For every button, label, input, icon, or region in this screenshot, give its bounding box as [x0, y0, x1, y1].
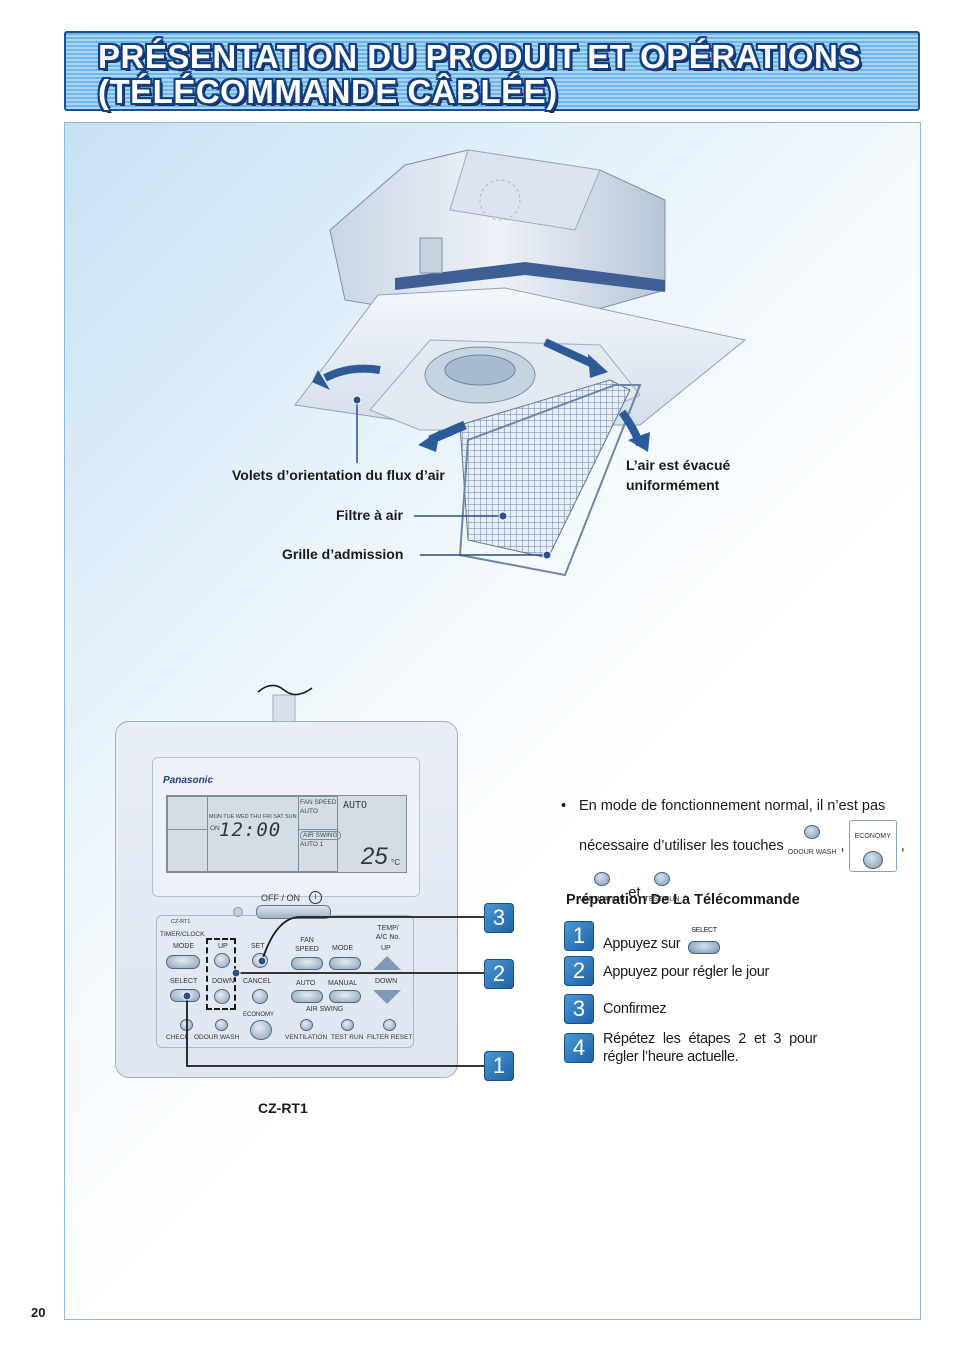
note-text: En mode de fonctionnement normal, il n’e…	[579, 798, 886, 854]
select-mini-button: SELECT	[688, 922, 721, 954]
manual-swing-button[interactable]	[329, 990, 361, 1003]
odour-wash-mini: ODOUR WASH	[788, 825, 837, 867]
callout-3: 3	[484, 903, 514, 933]
lcd-temperature-unit: °C	[391, 858, 400, 867]
step-4-text: Répétez les étapes 2 et 3 pour régler l’…	[603, 1031, 817, 1065]
mode-button[interactable]	[329, 957, 361, 970]
temp-up-button[interactable]	[373, 956, 401, 970]
cancel-label: CANCEL	[243, 978, 272, 985]
step-1-text: Appuyez sur SELECT	[603, 927, 721, 960]
ventilation-button[interactable]	[300, 1019, 313, 1031]
up-label: UP	[218, 943, 228, 950]
lcd-air-swing-value: AUTO 1	[300, 841, 324, 848]
prep-title: Préparation De La Télécommande	[566, 892, 800, 908]
cz-label: CZ-RT1	[171, 919, 191, 925]
air-filter-label: Filtre à air	[336, 507, 403, 523]
page-title-line-2: (TÉLÉCOMMANDE CÂBLÉE)	[98, 73, 558, 110]
test-run-icon	[653, 872, 670, 886]
page-number: 20	[31, 1305, 46, 1320]
step-1-badge: 1	[564, 921, 594, 951]
remote-button-panel	[156, 915, 414, 1048]
ventilation-label: VENTILATION	[285, 1034, 328, 1041]
fan-speed-button[interactable]	[291, 957, 323, 970]
economy-label: ECONOMY	[243, 1012, 275, 1018]
step-3-text: Confirmez	[603, 1001, 667, 1017]
temp-ac-label: TEMP/ A/C No.	[375, 925, 401, 941]
step-2-text: Appuyez pour régler le jour	[603, 964, 769, 980]
airflow-arrow-right	[543, 338, 597, 369]
bullet: •	[561, 798, 567, 814]
intake-grille	[458, 384, 642, 577]
off-on-label: OFF / ON	[261, 893, 300, 903]
down-label: DOWN	[212, 978, 235, 985]
temp-down-label: DOWN	[375, 978, 398, 985]
manual-label: MANUAL	[328, 980, 358, 987]
filter-reset-label: FILTER RESET	[367, 1034, 413, 1041]
lcd-clock: 12:00	[219, 819, 282, 841]
lcd-air-swing-label: AIR SWING	[300, 831, 341, 840]
lcd-fan-speed-value: AUTO	[300, 808, 318, 815]
power-led	[233, 907, 243, 917]
odour-wash-button[interactable]	[215, 1019, 228, 1031]
title-banner: PRÉSENTATION DU PRODUIT ET OPÉRATIONS (T…	[64, 31, 920, 111]
air-out-label: L’air est évacué uniformément	[626, 457, 731, 493]
step-4-badge: 4	[564, 1033, 594, 1063]
economy-button[interactable]	[250, 1020, 272, 1040]
economy-mini: ECONOMY	[848, 820, 897, 872]
temp-up-label: UP	[381, 945, 391, 952]
airflow-arrow-left	[323, 364, 381, 382]
step-3-badge: 3	[564, 994, 594, 1024]
callout-1: 1	[484, 1051, 514, 1081]
check-label: CHECK	[166, 1034, 189, 1041]
test-run-button[interactable]	[341, 1019, 354, 1031]
ventilation-mini: VENTILATION	[579, 872, 624, 914]
timer-mode-button[interactable]	[166, 955, 200, 969]
usage-note: • En mode de fonctionnement normal, il n…	[561, 792, 906, 914]
callout-2: 2	[484, 959, 514, 989]
page-title-line-1: PRÉSENTATION DU PRODUIT ET OPÉRATIONS	[98, 38, 861, 75]
up-button[interactable]	[214, 953, 230, 968]
fan-speed-label: FAN SPEED	[295, 937, 319, 953]
auto-label: AUTO	[296, 980, 316, 987]
brand-logo: Panasonic	[163, 775, 214, 786]
cancel-button[interactable]	[252, 989, 268, 1004]
remote-cable	[257, 684, 313, 725]
test-run-label: TEST RUN	[331, 1034, 364, 1041]
lcd-on: ON	[210, 825, 220, 832]
lcd-temperature: 25	[361, 843, 388, 870]
louvers-label: Volets d’orientation du flux d’air	[232, 467, 445, 483]
remote-model-label: CZ-RT1	[258, 1100, 308, 1116]
economy-icon	[862, 851, 883, 869]
odour-wash-label: ODOUR WASH	[194, 1034, 240, 1041]
down-button[interactable]	[214, 989, 230, 1004]
select-icon	[688, 941, 721, 954]
timer-clock-label: TIMER/CLOCK	[160, 931, 205, 938]
odour-wash-icon	[804, 825, 821, 839]
set-label: SET	[251, 943, 265, 950]
ventilation-icon	[593, 872, 610, 886]
intake-grille-label: Grille d’admission	[282, 546, 404, 562]
lcd-days: MON TUE WED THU FRI SAT SUN	[209, 814, 297, 820]
filter-reset-button[interactable]	[383, 1019, 396, 1031]
mode-left-label: MODE	[173, 943, 194, 950]
auto-swing-button[interactable]	[291, 990, 323, 1003]
mode-label: MODE	[332, 945, 353, 952]
test-run-mini: TEST RUN	[645, 872, 679, 914]
air-swing-label: AIR SWING	[306, 1006, 344, 1013]
lcd-fan-speed-label: FAN SPEED	[300, 799, 337, 806]
step-2-badge: 2	[564, 956, 594, 986]
lcd-mode: AUTO	[343, 800, 368, 811]
power-icon: I	[309, 891, 322, 904]
cassette-unit-illustration	[294, 149, 747, 577]
lcd-screen	[166, 795, 407, 873]
temp-down-button[interactable]	[373, 990, 401, 1004]
select-label: SELECT	[170, 978, 198, 985]
